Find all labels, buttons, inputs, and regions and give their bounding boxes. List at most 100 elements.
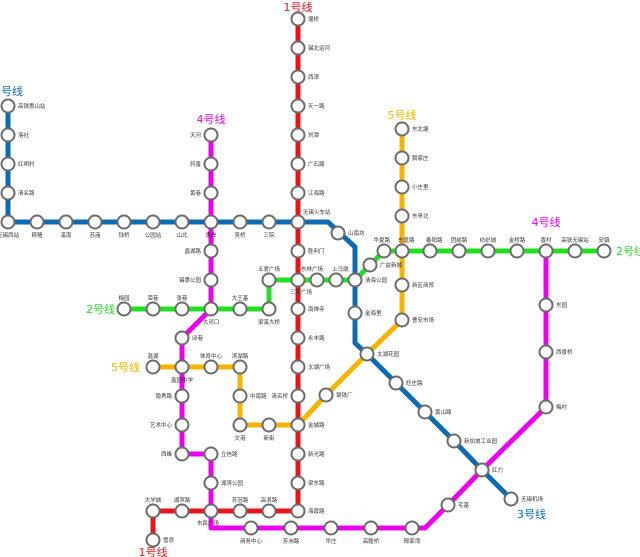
station-marker[interactable] <box>203 446 219 462</box>
station[interactable]: 大学城 <box>145 496 162 519</box>
station-marker[interactable] <box>290 359 306 375</box>
station[interactable]: 太湖花园 <box>359 346 400 362</box>
station-marker[interactable] <box>290 388 306 404</box>
station-marker[interactable] <box>290 156 306 172</box>
station[interactable]: 春阳路 <box>422 236 444 259</box>
station[interactable]: 梅村 <box>538 399 568 415</box>
station[interactable]: 刘潭 <box>290 127 320 143</box>
station[interactable]: 安镇 <box>596 236 612 259</box>
station-marker[interactable] <box>446 433 462 449</box>
station-marker[interactable] <box>232 301 248 317</box>
station-marker[interactable] <box>422 243 438 259</box>
station[interactable]: 新加坡工业园 <box>446 433 498 449</box>
station[interactable]: 惠岸 <box>203 214 219 240</box>
station[interactable]: 蠡湖路 <box>184 243 219 259</box>
station-marker[interactable] <box>261 301 277 317</box>
station[interactable]: 胜利门 <box>290 243 325 259</box>
station-marker[interactable] <box>394 277 410 293</box>
station[interactable]: 艺术中心 <box>150 417 190 433</box>
station[interactable]: 高铁无锡站 <box>561 236 589 259</box>
station[interactable]: 香村 <box>538 236 554 259</box>
station-marker[interactable] <box>203 503 219 519</box>
station-marker[interactable] <box>261 503 277 519</box>
station[interactable]: 高浪路 <box>261 496 278 519</box>
station[interactable]: 芳冠路 <box>232 496 249 519</box>
station[interactable]: 苏庙 <box>87 214 103 240</box>
station[interactable]: 南禅寺 <box>290 301 326 317</box>
station-marker[interactable] <box>376 243 392 259</box>
station[interactable]: 西峰 <box>161 446 190 462</box>
station-marker[interactable] <box>394 121 410 137</box>
station-marker[interactable] <box>509 243 525 259</box>
station-marker[interactable] <box>290 330 306 346</box>
station[interactable]: 金城路 <box>290 417 326 433</box>
station-marker[interactable] <box>347 305 363 321</box>
station-marker[interactable] <box>203 359 219 375</box>
station[interactable]: 三院 <box>261 214 277 240</box>
station-marker[interactable] <box>290 417 306 433</box>
station-marker[interactable] <box>0 214 16 230</box>
station-marker[interactable] <box>0 156 16 172</box>
station-marker[interactable] <box>290 475 306 491</box>
station[interactable]: 团结路 <box>451 236 468 259</box>
station[interactable]: 滨湖路 <box>232 352 249 375</box>
station[interactable]: 海霞路 <box>290 503 326 519</box>
station-marker[interactable] <box>203 127 219 143</box>
station[interactable]: 东林广场 <box>301 265 325 288</box>
station-marker[interactable] <box>243 520 259 536</box>
station-marker[interactable] <box>145 359 161 375</box>
station-marker[interactable] <box>145 532 161 548</box>
station-marker[interactable] <box>394 312 410 328</box>
station[interactable]: 东盛路 <box>394 236 416 259</box>
station-marker[interactable] <box>394 179 410 195</box>
station-marker[interactable] <box>0 127 16 143</box>
station-marker[interactable] <box>261 272 277 288</box>
station[interactable]: 湖滨公园 <box>203 475 244 491</box>
station-marker[interactable] <box>309 272 325 288</box>
station[interactable]: 蠡园中学 <box>171 359 194 385</box>
station[interactable]: 商务中心 <box>240 520 263 546</box>
station[interactable]: 张巷 <box>174 294 190 317</box>
station[interactable]: 大河口 <box>203 301 220 327</box>
station-marker[interactable] <box>116 301 132 317</box>
station-marker[interactable] <box>232 214 248 230</box>
station-marker[interactable] <box>174 359 190 375</box>
station[interactable]: 山南坊 <box>330 225 366 241</box>
station[interactable]: 钱桥 <box>116 214 132 240</box>
station-marker[interactable] <box>232 359 248 375</box>
station-marker[interactable] <box>174 446 190 462</box>
station-marker[interactable] <box>0 185 16 201</box>
station-marker[interactable] <box>290 69 306 85</box>
station[interactable]: 华夏路 <box>373 236 392 259</box>
station[interactable]: 锡北运河 <box>290 40 331 56</box>
station[interactable]: 山北 <box>174 214 190 240</box>
station[interactable]: 郁家湾 <box>404 520 421 546</box>
station[interactable]: 东园 <box>538 297 568 313</box>
station[interactable]: 梅园 <box>116 294 132 317</box>
station[interactable]: 湖滨路 <box>174 496 191 519</box>
station-marker[interactable] <box>290 185 306 201</box>
station-marker[interactable] <box>323 520 339 536</box>
station-marker[interactable] <box>145 503 161 519</box>
station-marker[interactable] <box>232 503 248 519</box>
station[interactable]: 新区商贸 <box>394 277 435 293</box>
station[interactable]: 梁东路 <box>290 475 326 491</box>
station-marker[interactable] <box>174 503 190 519</box>
station[interactable]: 天河 <box>190 127 219 143</box>
station-marker[interactable] <box>567 243 583 259</box>
station[interactable]: 华庄 <box>323 520 339 546</box>
station-marker[interactable] <box>318 387 334 403</box>
station[interactable]: 公园站 <box>145 214 162 240</box>
station[interactable]: 市民广场 <box>197 503 220 528</box>
station-marker[interactable] <box>145 214 161 230</box>
station-marker[interactable] <box>538 243 554 259</box>
station[interactable]: 清名桥 <box>271 388 306 404</box>
station-marker[interactable] <box>232 417 248 433</box>
station[interactable]: 红力 <box>474 462 504 478</box>
station[interactable]: 三阳广场 <box>290 272 313 297</box>
station[interactable]: 金海里 <box>347 305 383 321</box>
station[interactable]: 堰桥 <box>290 11 320 27</box>
station-marker[interactable] <box>290 98 306 114</box>
station-marker[interactable] <box>394 208 410 224</box>
station[interactable]: 蠡湖 <box>145 352 161 375</box>
